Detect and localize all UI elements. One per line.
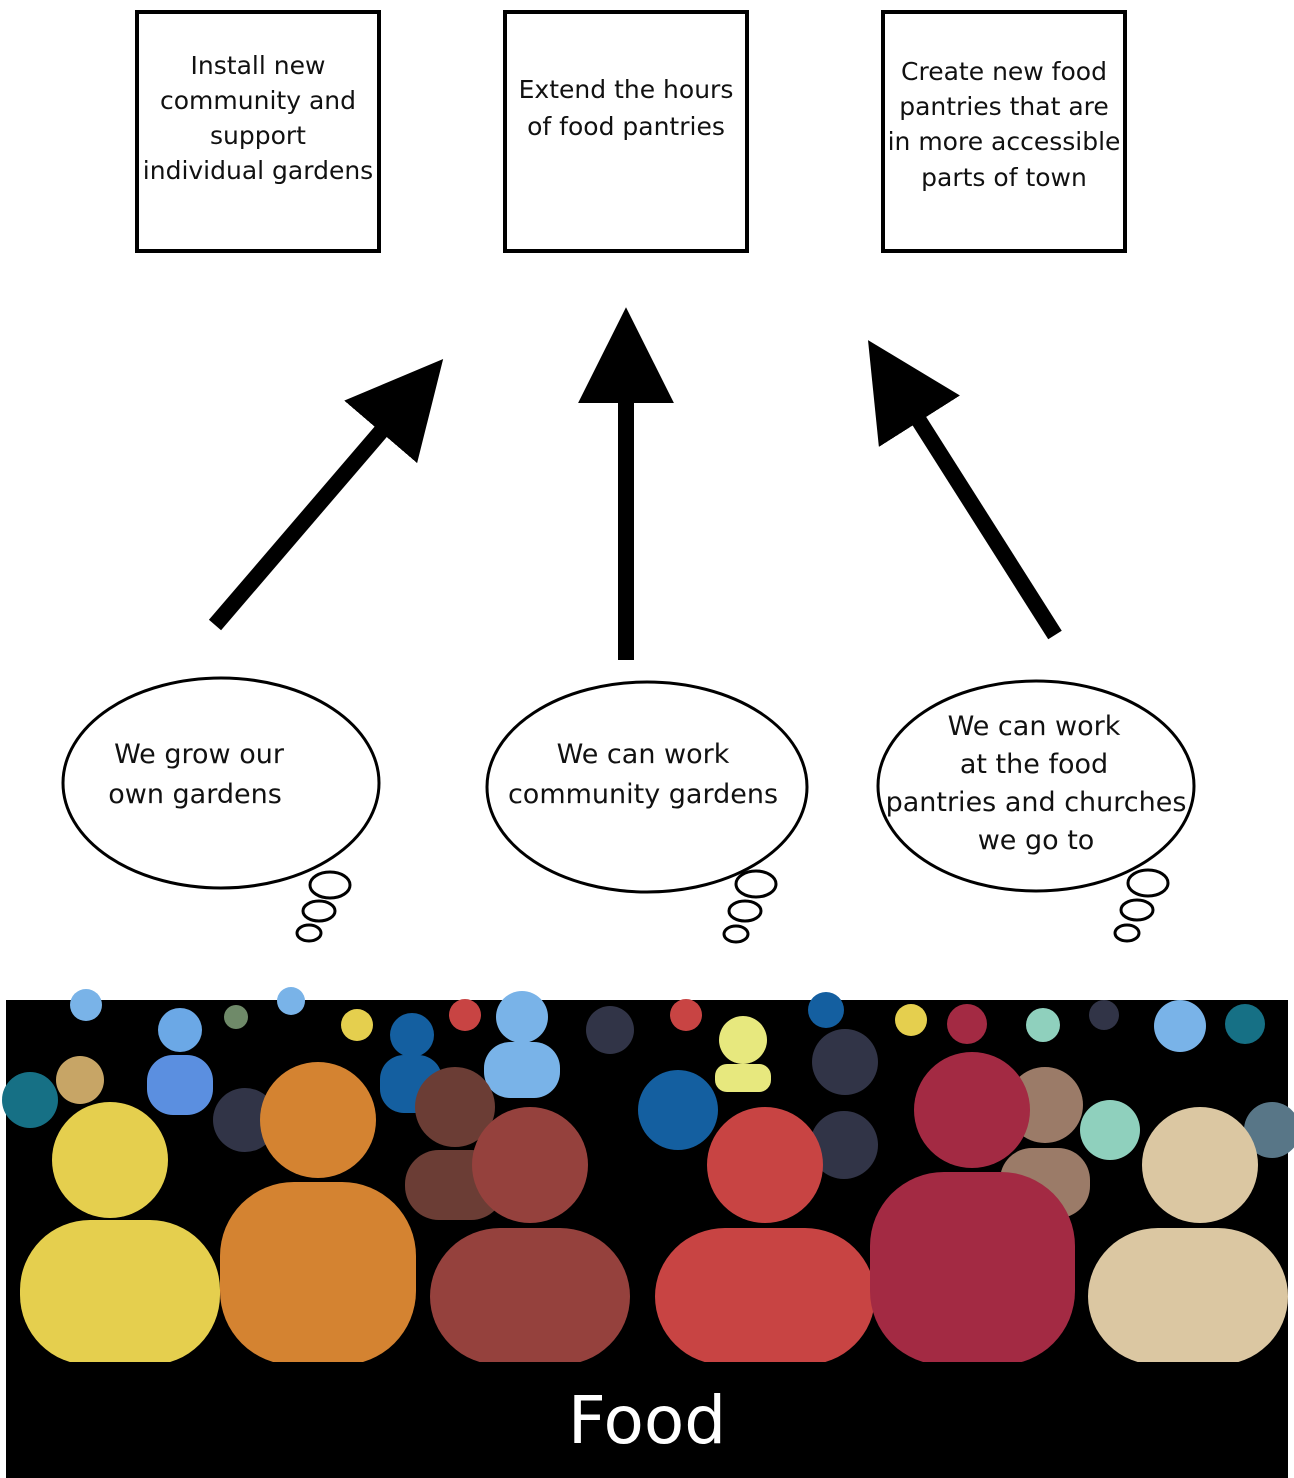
thought-bubble-community-dot-2 bbox=[727, 899, 763, 923]
crowd-back-row bbox=[70, 987, 1265, 1115]
thought-bubble-community-line-2: community gardens bbox=[508, 779, 778, 810]
solution-box-gardens-line-3: support bbox=[210, 121, 306, 150]
solution-box-gardens: Install new community and support indivi… bbox=[135, 10, 381, 253]
thought-bubble-gardens: We grow our own gardens bbox=[61, 676, 381, 943]
thought-bubble-pantries-line-1: We can work bbox=[948, 711, 1121, 742]
person-mid-3-head bbox=[213, 1088, 277, 1152]
person-mid-8-head bbox=[1080, 1100, 1140, 1160]
solution-box-pantries-line-1: Create new food bbox=[901, 57, 1107, 86]
thought-bubble-community-line-1: We can work bbox=[557, 739, 730, 770]
arrows bbox=[208, 307, 1062, 660]
solution-box-gardens-line-4: individual gardens bbox=[143, 156, 373, 185]
solution-box-hours-frame bbox=[503, 10, 749, 253]
solution-box-pantries-line-3: in more accessible bbox=[888, 127, 1121, 156]
person-back-18-head bbox=[1154, 1000, 1206, 1052]
footer-banner: Food bbox=[6, 1362, 1288, 1478]
person-mid-5-head bbox=[638, 1070, 718, 1150]
person-front-6-body bbox=[1088, 1228, 1288, 1365]
thought-bubble-pantries-dot-3 bbox=[1113, 923, 1141, 943]
thought-bubble-pantries-dot-2 bbox=[1119, 898, 1155, 922]
person-back-11-body bbox=[715, 1064, 771, 1092]
person-back-5-head bbox=[341, 1009, 373, 1041]
thought-bubble-pantries-dot-1 bbox=[1126, 868, 1170, 898]
person-front-4-body bbox=[655, 1228, 875, 1365]
person-back-2-head bbox=[158, 1008, 202, 1052]
person-front-4-head bbox=[707, 1107, 823, 1223]
person-mid-2-head bbox=[56, 1056, 104, 1104]
person-back-4-head bbox=[277, 987, 305, 1015]
person-back-12-head bbox=[808, 992, 844, 1028]
person-mid-6-head bbox=[810, 1111, 878, 1179]
person-back-11-head bbox=[719, 1016, 767, 1064]
person-front-2-body bbox=[220, 1182, 416, 1365]
crowd-middle-row bbox=[2, 1056, 1294, 1220]
person-back-6-head bbox=[390, 1013, 434, 1057]
person-back-3-head bbox=[224, 1005, 248, 1029]
footer-label: Food bbox=[568, 1382, 726, 1459]
thought-bubble-pantries-line-2: at the food bbox=[960, 749, 1108, 780]
thought-bubble-gardens-dot-1 bbox=[308, 870, 352, 900]
solution-box-pantries-line-4: parts of town bbox=[921, 163, 1087, 192]
person-back-17-head bbox=[1089, 1000, 1119, 1030]
thought-bubble-gardens-line-1: We grow our bbox=[114, 739, 285, 770]
person-back-13-head bbox=[812, 1029, 878, 1095]
arrow-left bbox=[208, 358, 444, 631]
person-back-7-head bbox=[449, 999, 481, 1031]
solution-box-gardens-line-1: Install new bbox=[191, 51, 326, 80]
person-front-3-head bbox=[472, 1107, 588, 1223]
person-back-15-head bbox=[947, 1004, 987, 1044]
thought-bubble-pantries-line-3: pantries and churches bbox=[886, 787, 1187, 818]
solution-box-hours: Extend the hours of food pantries bbox=[503, 10, 749, 253]
thought-bubble-gardens-dot-3 bbox=[295, 923, 323, 943]
solution-box-hours-line-1: Extend the hours bbox=[519, 75, 734, 104]
thought-bubble-pantries: We can work at the food pantries and chu… bbox=[876, 679, 1196, 943]
solution-box-pantries-frame bbox=[881, 10, 1127, 253]
person-back-16-head bbox=[1026, 1008, 1060, 1042]
person-back-9-head bbox=[586, 1006, 634, 1054]
person-back-8-body bbox=[484, 1042, 560, 1098]
person-back-19-head bbox=[1225, 1004, 1265, 1044]
person-front-5-body bbox=[870, 1172, 1075, 1365]
person-front-5-head bbox=[914, 1052, 1030, 1168]
thought-bubble-gardens-body bbox=[61, 676, 381, 890]
person-back-14-head bbox=[895, 1004, 927, 1036]
crowd-illustration bbox=[2, 987, 1294, 1365]
thought-bubble-pantries-body bbox=[876, 679, 1196, 893]
solution-box-pantries: Create new food pantries that are in mor… bbox=[881, 10, 1127, 253]
person-front-3-body bbox=[430, 1228, 630, 1365]
thought-bubble-community: We can work community gardens bbox=[485, 680, 809, 944]
person-front-1-body bbox=[20, 1220, 220, 1365]
person-back-2-body bbox=[147, 1055, 213, 1115]
solution-box-pantries-line-2: pantries that are bbox=[899, 92, 1109, 121]
thought-bubble-community-dot-3 bbox=[722, 924, 750, 944]
thought-bubble-community-dot-1 bbox=[734, 869, 778, 899]
thought-bubble-community-body bbox=[485, 680, 809, 894]
thought-bubble-pantries-line-4: we go to bbox=[978, 825, 1095, 856]
person-front-2-head bbox=[260, 1062, 376, 1178]
person-back-8-head bbox=[496, 991, 548, 1043]
solution-box-gardens-frame bbox=[135, 10, 381, 253]
person-front-1-head bbox=[52, 1102, 168, 1218]
person-mid-9-head bbox=[1244, 1102, 1294, 1158]
person-back-10-head bbox=[670, 999, 702, 1031]
footer-bar bbox=[6, 1362, 1288, 1478]
thought-bubble-gardens-dot-2 bbox=[301, 899, 337, 923]
thought-bubble-gardens-line-2: own gardens bbox=[108, 779, 282, 810]
person-back-1-head bbox=[70, 989, 102, 1021]
person-mid-1-head bbox=[2, 1072, 58, 1128]
person-front-6-head bbox=[1142, 1107, 1258, 1223]
crowd-front-row bbox=[20, 1052, 1288, 1365]
solution-box-gardens-line-2: community and bbox=[160, 86, 356, 115]
arrow-right bbox=[868, 340, 1062, 640]
person-mid-4-head bbox=[415, 1067, 495, 1147]
solution-box-hours-line-2: of food pantries bbox=[527, 112, 725, 141]
